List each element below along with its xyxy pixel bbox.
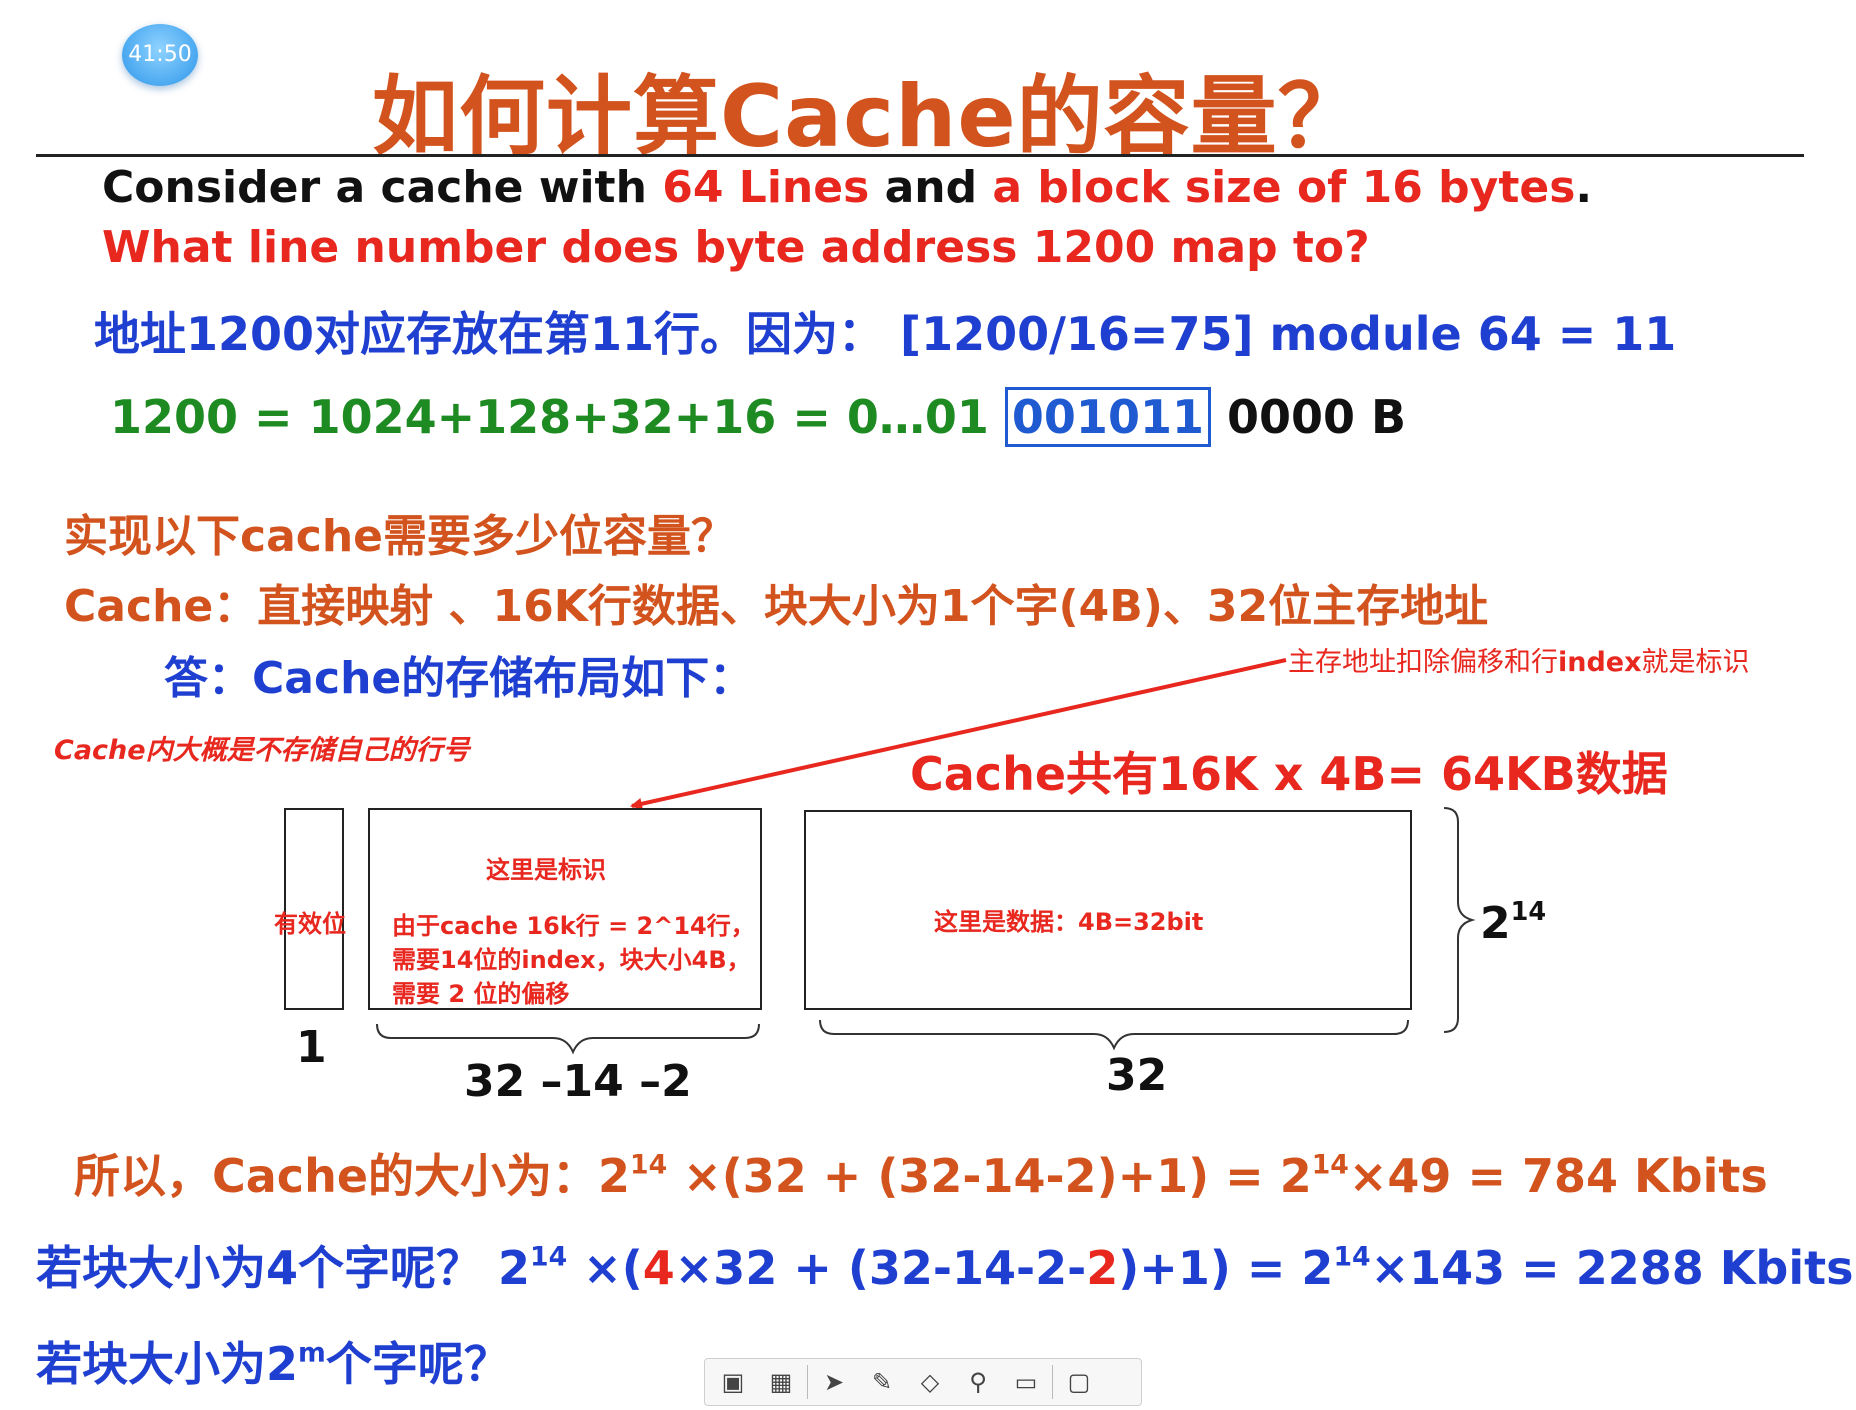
presentation-icon[interactable]: ▭	[1014, 1368, 1038, 1396]
eraser-icon[interactable]: ◇	[920, 1368, 940, 1396]
rows-exp: 14	[1510, 897, 1547, 928]
summary-line-2: 若块大小为4个字呢？ 214 ×(4×32 + (32-14-2-2)+1) =…	[36, 1232, 1853, 1298]
exponent: 14	[1311, 1149, 1349, 1181]
data-box	[804, 810, 1412, 1010]
text-segment: 若块大小为2	[36, 1337, 299, 1391]
exponent: 14	[530, 1241, 568, 1273]
answer-line: 地址1200对应存放在第11行。因为： [1200/16=75] module …	[94, 307, 1677, 361]
tag-desc-2: 需要14位的index，块大小4B，	[392, 946, 751, 974]
text-lines: 64 Lines	[662, 162, 870, 213]
width-valid: 1	[296, 1022, 327, 1073]
whiteboard-icon[interactable]: ▣	[721, 1368, 745, 1396]
rows-base: 2	[1480, 898, 1511, 949]
text-segment: ×(	[567, 1241, 643, 1295]
line-annotation: Cache内大概是不存储自己的行号	[54, 735, 470, 766]
text-segment: ×49 = 784 Kbits	[1348, 1149, 1768, 1203]
text-segment: 就是标识	[1641, 647, 1750, 678]
presentation-toolbar: ▣ ▦ ➤ ✎ ◇ ⚲ ▭ ▢	[704, 1358, 1142, 1406]
exponent: 14	[630, 1149, 668, 1181]
tag-annotation: 主存地址扣除偏移和行index就是标识	[1288, 640, 1750, 679]
title-divider	[36, 154, 1804, 157]
text-segment: Consider a cache with	[102, 162, 663, 213]
toolbar-divider	[1052, 1365, 1053, 1399]
width-data: 32	[1106, 1050, 1168, 1101]
text-segment: 所以，Cache的大小为：2	[74, 1149, 631, 1203]
valid-bit-box	[284, 808, 344, 1010]
text-segment: 若块大小为4个字呢？ 2	[36, 1241, 531, 1295]
text-segment: ×32 + (32-14-2-	[674, 1241, 1087, 1295]
qr-code-icon[interactable]: ▦	[769, 1368, 793, 1396]
text-segment: .	[1575, 162, 1593, 213]
text-segment: )+1) = 2	[1118, 1241, 1334, 1295]
text-segment: ×143 = 2288 Kbits	[1370, 1241, 1854, 1295]
valid-bit-label: 有效位	[274, 910, 346, 938]
text-segment: 个字呢？	[325, 1337, 510, 1391]
summary-line-3: 若块大小为2m个字呢？	[36, 1328, 510, 1394]
text-segment: 主存地址扣除偏移和行	[1288, 647, 1558, 678]
cache-total-label: Cache共有16K x 4B= 64KB数据	[910, 747, 1668, 801]
pointer-icon[interactable]: ➤	[823, 1368, 845, 1396]
binary-line: 1200 = 1024+128+32+16 = 0…01 001011 0000…	[110, 387, 1407, 447]
tag-desc-3: 需要 2 位的偏移	[392, 980, 570, 1008]
toolbar-divider	[807, 1365, 808, 1399]
width-tag: 32 –14 –2	[464, 1056, 692, 1107]
screen-share-icon[interactable]: ▢	[1067, 1368, 1091, 1396]
summary-line-1: 所以，Cache的大小为：214 ×(32 + (32-14-2)+1) = 2…	[74, 1140, 1768, 1206]
answer-intro-line: 答：Cache的存储布局如下：	[164, 653, 754, 704]
exponent: m	[298, 1337, 326, 1369]
binary-suffix: 0000 B	[1210, 390, 1407, 444]
binary-prefix: 1200 = 1024+128+32+16 = 0…01	[110, 390, 1005, 444]
problem-line-1: Consider a cache with 64 Lines and a blo…	[102, 162, 1592, 213]
cache-spec-line: Cache：直接映射 、16K行数据、块大小为1个字(4B)、32位主存地址	[64, 581, 1489, 632]
problem-line-2: What line number does byte address 1200 …	[102, 222, 1370, 273]
slide-title: 如何计算Cache的容量？	[372, 67, 1365, 167]
text-block-size: a block size of 16 bytes	[992, 162, 1576, 213]
tag-title: 这里是标识	[486, 856, 606, 884]
binary-index-box: 001011	[1004, 387, 1211, 447]
timer-badge: 41:50	[122, 24, 198, 86]
tag-desc-1: 由于cache 16k行 = 2^14行，	[392, 912, 755, 940]
text-segment: index	[1558, 647, 1642, 678]
search-icon[interactable]: ⚲	[969, 1368, 987, 1396]
exponent: 14	[1333, 1241, 1371, 1273]
text-segment: and	[869, 162, 993, 213]
pen-icon[interactable]: ✎	[871, 1368, 893, 1396]
question-line: 实现以下cache需要多少位容量？	[64, 511, 736, 562]
tag-box	[368, 808, 762, 1010]
highlight-number: 2	[1086, 1241, 1119, 1295]
rows-count: 214	[1480, 898, 1546, 949]
highlight-number: 4	[642, 1241, 675, 1295]
data-label: 这里是数据：4B=32bit	[934, 908, 1204, 936]
text-segment: ×(32 + (32-14-2)+1) = 2	[667, 1149, 1312, 1203]
